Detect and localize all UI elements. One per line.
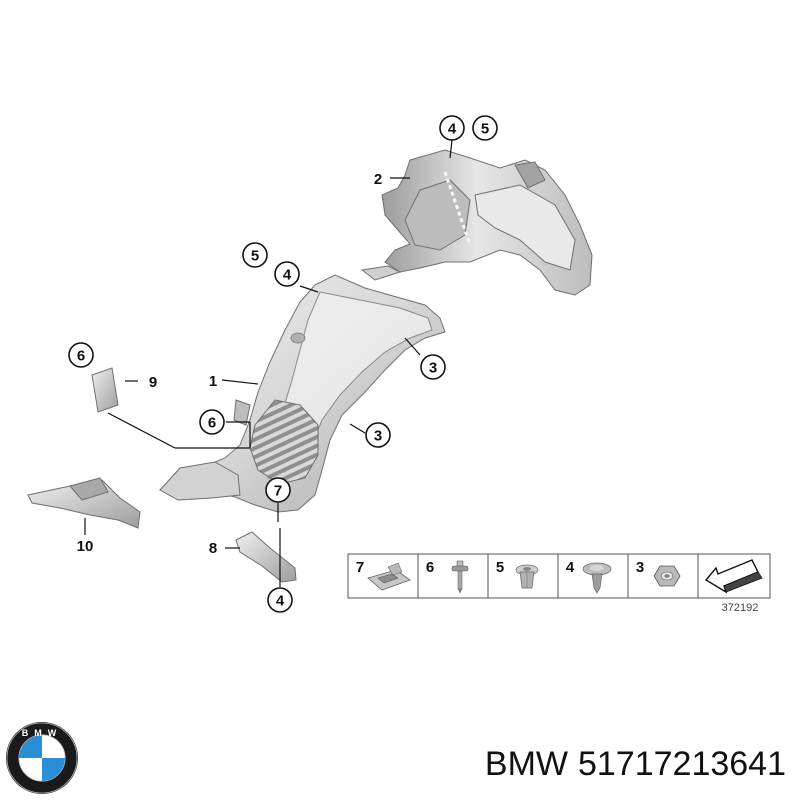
label-part-1: 1 [209,373,217,390]
label-part-10: 10 [77,538,94,555]
callout-3-upper: 3 [420,354,446,380]
svg-text:3: 3 [636,559,644,576]
callout-6-top: 6 [68,342,94,368]
label-part-9: 9 [149,374,157,391]
fastener-legend: 7 6 5 4 [347,553,771,614]
callout-7: 7 [265,477,291,503]
legend-cell-7: 7 [356,559,411,591]
svg-text:6: 6 [77,348,85,365]
label-part-2: 2 [374,171,382,188]
expansion-rivet-icon [515,564,539,589]
wheel-arch-liner-upper [360,149,593,296]
svg-text:BMW: BMW [22,728,63,738]
svg-text:3: 3 [429,360,437,377]
callout-5-mid: 5 [242,242,268,268]
label-part-8: 8 [209,540,217,557]
legend-cell-arrow [704,559,763,594]
screw-pin-icon [451,560,469,594]
bracket-part-8 [235,531,297,583]
callout-5-top: 5 [472,115,498,141]
callout-4-mid: 4 [274,261,300,287]
direction-arrow-icon [704,559,763,594]
legend-cell-3: 3 [636,559,681,587]
legend-cell-4: 4 [566,559,612,594]
svg-text:5: 5 [251,248,259,265]
svg-text:5: 5 [481,121,489,138]
svg-text:4: 4 [566,559,575,576]
svg-text:4: 4 [448,121,457,138]
leader-lines [84,139,453,587]
svg-text:7: 7 [356,559,364,576]
svg-text:6: 6 [208,415,216,432]
bracket-part-10 [27,477,141,529]
svg-text:7: 7 [274,483,282,500]
footer-brand-partnumber: BMW 51717213641 [485,745,786,783]
diagram-code: 372192 [722,602,759,614]
clip-nut-icon [367,562,411,591]
legend-cell-6: 6 [426,559,469,594]
svg-text:5: 5 [496,559,504,576]
callout-4-bottom: 4 [267,587,293,613]
callout-6-mid: 6 [199,409,225,435]
callout-3-lower: 3 [365,422,391,448]
svg-text:4: 4 [283,267,292,284]
callout-4-top: 4 [439,115,465,141]
cover-plate-part-9 [91,367,119,413]
svg-text:3: 3 [374,428,382,445]
legend-cell-5: 5 [496,559,539,589]
wheel-arch-liner-main [159,274,446,513]
bmw-roundel-logo: BMW [6,722,78,794]
push-clip-icon [582,562,612,594]
svg-text:6: 6 [426,559,434,576]
svg-text:4: 4 [276,593,285,610]
footer-brand: BMW [485,745,568,783]
footer-part-number: 51717213641 [578,745,786,783]
hex-nut-icon [653,565,681,587]
